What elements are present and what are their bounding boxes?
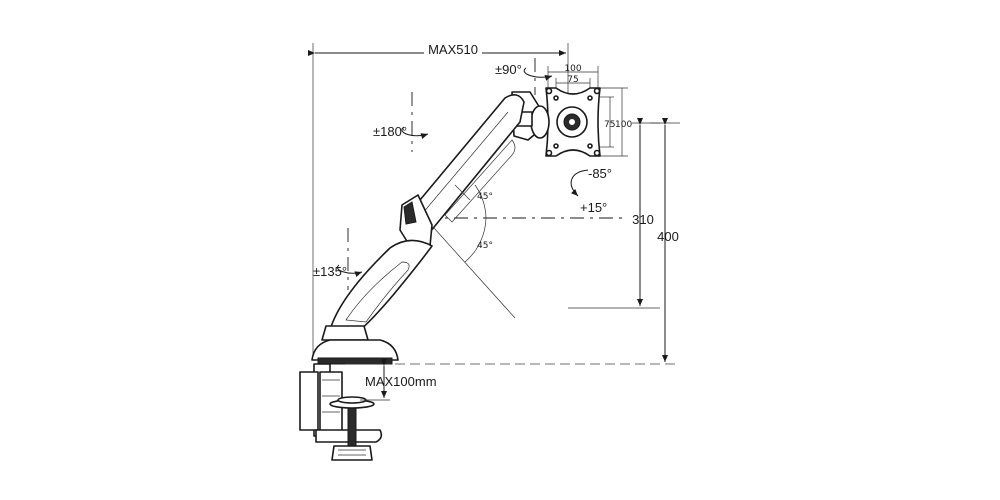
- upper-arm: [409, 94, 525, 234]
- tilt-down-label: -85°: [588, 166, 612, 181]
- upper-angle-label: 45°: [477, 192, 493, 202]
- base: [311, 325, 399, 365]
- vesa-v-100-label: 100: [615, 120, 632, 130]
- max-reach-dimension: MAX510: [308, 41, 569, 360]
- rotation-180-indicator: ±180°: [373, 124, 429, 139]
- height-310-label: 310: [632, 212, 654, 227]
- height-400-label: 400: [657, 229, 679, 244]
- rotation-135-indicator: ±135°: [313, 264, 363, 279]
- vesa-h-75-label: 75: [567, 75, 578, 85]
- vesa-v-75-label: 75: [604, 120, 615, 130]
- vesa-plate: [545, 87, 601, 157]
- height-310-dimension: 310: [568, 118, 660, 309]
- rotation-180-label: ±180°: [373, 124, 407, 139]
- max-reach-label: MAX510: [428, 42, 478, 57]
- vesa-h-100-label: 100: [564, 64, 581, 74]
- desk-clamp: [299, 363, 383, 461]
- rotation-135-label: ±135°: [313, 264, 347, 279]
- clamp-range-label: MAX100mm: [365, 374, 437, 389]
- tilt-up-label: +15°: [580, 200, 607, 215]
- lower-arm: [329, 239, 433, 331]
- tilt-indicators: -85° +15°: [570, 166, 612, 215]
- height-400-dimension: 400: [380, 118, 680, 365]
- rotation-90-indicator: ±90°: [495, 58, 553, 95]
- angle-construction: 45° 45°: [424, 184, 516, 319]
- vesa-dimensions: 100 75 75 100: [547, 64, 632, 157]
- rotation-90-label: ±90°: [495, 62, 522, 77]
- clamp-range-dimension: MAX100mm: [345, 359, 437, 401]
- lower-angle-label: 45°: [477, 241, 493, 251]
